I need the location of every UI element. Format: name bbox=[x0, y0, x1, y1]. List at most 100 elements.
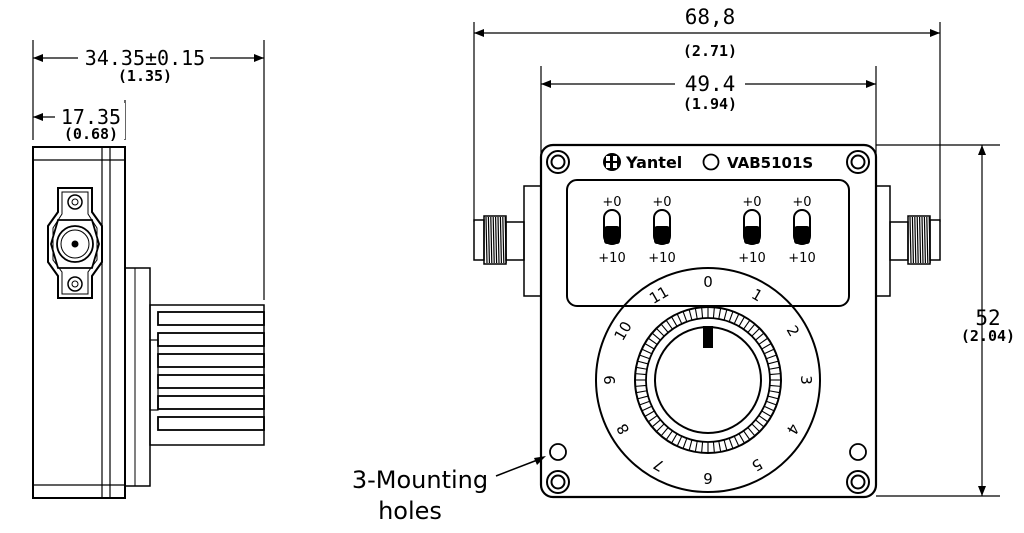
knurl-tick bbox=[655, 423, 665, 433]
knurl-tick bbox=[682, 438, 688, 449]
knurl-tick bbox=[728, 311, 734, 322]
knurl-tick bbox=[637, 395, 649, 400]
front-body bbox=[539, 143, 878, 499]
thread-line bbox=[485, 216, 488, 264]
switch-lever bbox=[744, 226, 760, 244]
knurl-tick bbox=[769, 373, 781, 376]
dial-mark-8: 8 bbox=[613, 420, 633, 437]
dial-mark-3: 3 bbox=[797, 375, 815, 385]
dial-mark-6: 6 bbox=[703, 469, 713, 487]
callout-line1: 3-Mounting bbox=[352, 466, 488, 494]
thread-line bbox=[502, 216, 505, 264]
dial-mark-1: 1 bbox=[748, 285, 765, 305]
knurl-tick bbox=[660, 427, 669, 437]
thread-line bbox=[487, 216, 490, 264]
knob-rib bbox=[157, 374, 265, 389]
dim-connector-value: 17.35 bbox=[61, 105, 121, 129]
knurl-tick bbox=[723, 439, 728, 451]
knob-rib bbox=[157, 332, 265, 347]
knurl-tick bbox=[718, 440, 722, 452]
knob-rib bbox=[157, 353, 265, 368]
dim-width-overall: 68,8 (2.71) bbox=[473, 5, 941, 222]
knurl-tick bbox=[644, 343, 655, 350]
knurl-tick bbox=[766, 354, 777, 360]
dim-height: 52 (2.04) bbox=[876, 144, 1015, 497]
switch-lever bbox=[794, 226, 810, 244]
knob-rib bbox=[157, 416, 265, 431]
switch-label-bottom: +10 bbox=[738, 251, 765, 266]
right-sma-connector bbox=[875, 185, 941, 297]
switch-lever bbox=[654, 226, 670, 244]
switch-label-top: +0 bbox=[602, 195, 621, 210]
thread-line bbox=[914, 216, 917, 264]
mounting-hole-top-right bbox=[846, 150, 870, 174]
dim-width-body-value: 49.4 bbox=[685, 72, 736, 96]
knurl-tick bbox=[641, 405, 653, 412]
dip-switch-4[interactable]: +0 +10 bbox=[788, 195, 815, 266]
knurl-tick bbox=[641, 348, 653, 355]
knurl-tick bbox=[637, 360, 649, 365]
knurl-tick bbox=[701, 441, 704, 453]
indicator-circle bbox=[702, 153, 720, 171]
knurl-tick bbox=[682, 311, 688, 322]
knurl-tick bbox=[635, 373, 647, 376]
thread-line bbox=[909, 216, 912, 264]
knurl-tick bbox=[767, 395, 779, 400]
dial-mark-0: 0 bbox=[703, 273, 713, 291]
mounting-hole-top-left bbox=[546, 150, 570, 174]
thread-line bbox=[492, 216, 495, 264]
dim-connector-inch: (0.68) bbox=[64, 125, 118, 143]
thread-line bbox=[919, 216, 922, 264]
knurl-tick bbox=[767, 360, 779, 365]
knurl-tick bbox=[761, 343, 772, 350]
knurl-tick bbox=[758, 415, 769, 423]
switch-label-top: +0 bbox=[742, 195, 761, 210]
switch-label-bottom: +10 bbox=[788, 251, 815, 266]
knurl-tick bbox=[665, 319, 673, 330]
dim-overall-depth: 34.35±0.15 (1.35) bbox=[32, 40, 265, 300]
knurl-tick bbox=[758, 337, 769, 345]
thread-line bbox=[928, 216, 931, 264]
knurl-tick bbox=[694, 308, 698, 320]
knurl-tick bbox=[647, 415, 658, 423]
dim-width-body: 49.4 (1.94) bbox=[540, 66, 877, 160]
knurl-tick bbox=[755, 419, 765, 428]
knurl-tick bbox=[751, 423, 761, 433]
knurl-tick bbox=[751, 327, 761, 337]
dim-overall-inch: (1.35) bbox=[118, 67, 172, 85]
thread-line bbox=[923, 216, 926, 264]
dim-overall-value: 34.35±0.15 bbox=[85, 46, 205, 70]
knurl-tick bbox=[701, 307, 704, 319]
knurl-tick bbox=[688, 309, 693, 321]
knurl-tick bbox=[636, 366, 648, 370]
side-view: 34.35±0.15 (1.35) 17.35 (0.68) bbox=[32, 40, 265, 499]
knurl-tick bbox=[766, 400, 777, 406]
knurl-tick bbox=[665, 430, 673, 441]
knob-rib bbox=[157, 311, 265, 326]
dip-switch-3[interactable]: +0 +10 bbox=[738, 195, 765, 266]
knurl-tick bbox=[694, 440, 698, 452]
dim-width-body-inch: (1.94) bbox=[683, 95, 737, 113]
knurl-tick bbox=[712, 307, 715, 319]
mounting-hole-bottom-left bbox=[546, 470, 570, 494]
switch-label-top: +0 bbox=[792, 195, 811, 210]
knurl-tick bbox=[676, 435, 683, 447]
thread-line bbox=[916, 216, 919, 264]
knurl-tick bbox=[743, 319, 751, 330]
thread-line bbox=[497, 216, 500, 264]
knurl-tick bbox=[655, 327, 665, 337]
knurl-tick bbox=[769, 384, 781, 387]
dial-mark-9: 9 bbox=[601, 375, 619, 385]
dial-mark-7: 7 bbox=[650, 455, 667, 475]
knurl-tick bbox=[738, 316, 745, 327]
dial-mark-10: 10 bbox=[611, 318, 636, 344]
dim-width-overall-inch: (2.71) bbox=[683, 42, 737, 60]
knurl-tick bbox=[761, 410, 772, 417]
dip-switch-2[interactable]: +0+10 bbox=[648, 195, 675, 266]
hole-small-right bbox=[849, 443, 867, 461]
side-connector bbox=[47, 187, 103, 299]
dip-switch-1[interactable]: +0+10 bbox=[598, 195, 625, 266]
knurl-tick bbox=[743, 430, 751, 441]
